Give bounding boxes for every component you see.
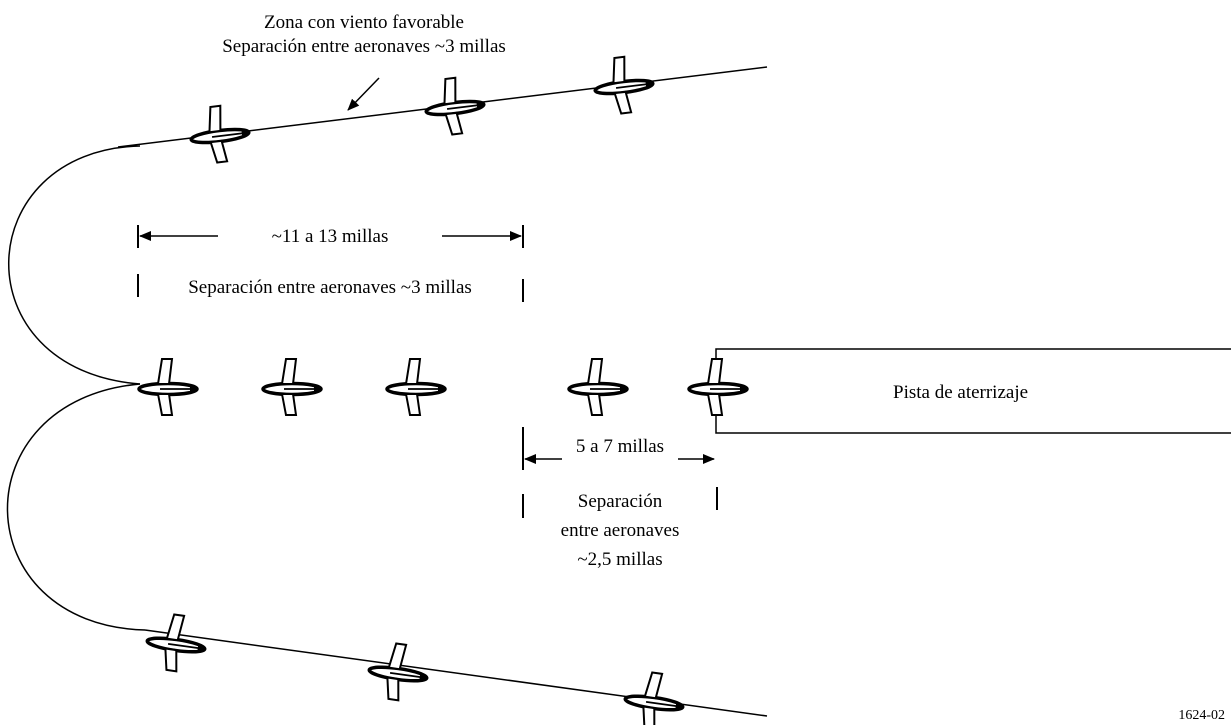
tailwind-separation-label: Separación entre aeronaves ~3 millas: [222, 36, 506, 57]
aircraft-icon: [420, 72, 489, 140]
aircraft-icon: [589, 51, 658, 119]
distance-5-7-label: 5 a 7 millas: [576, 436, 664, 457]
aircraft-icon: [185, 100, 254, 168]
distance-11-13-label: ~11 a 13 millas: [272, 226, 389, 247]
upper-turn-arc: [8, 145, 141, 385]
aircraft-icon: [141, 609, 211, 677]
aircraft-icon: [261, 357, 323, 417]
separation-25-label-line2: entre aeronaves: [561, 520, 680, 541]
arrow-icon: [347, 77, 380, 111]
aircraft-icon: [567, 357, 629, 417]
aircraft-icon: [687, 357, 749, 417]
aircraft-icon: [385, 357, 447, 417]
lower-turn-arc: [6, 383, 146, 631]
aircraft-icon: [363, 638, 433, 706]
separation-3-label: Separación entre aeronaves ~3 millas: [188, 277, 472, 298]
separation-25-label-line1: Separación: [578, 491, 663, 512]
tailwind-zone-label: Zona con viento favorable: [264, 12, 464, 33]
runway-label: Pista de aterrizaje: [893, 382, 1028, 403]
aircraft-icon: [619, 667, 689, 725]
separation-25-label-line3: ~2,5 millas: [577, 549, 662, 570]
figure-id: 1624-02: [1178, 708, 1225, 723]
aircraft-icon: [137, 357, 199, 417]
